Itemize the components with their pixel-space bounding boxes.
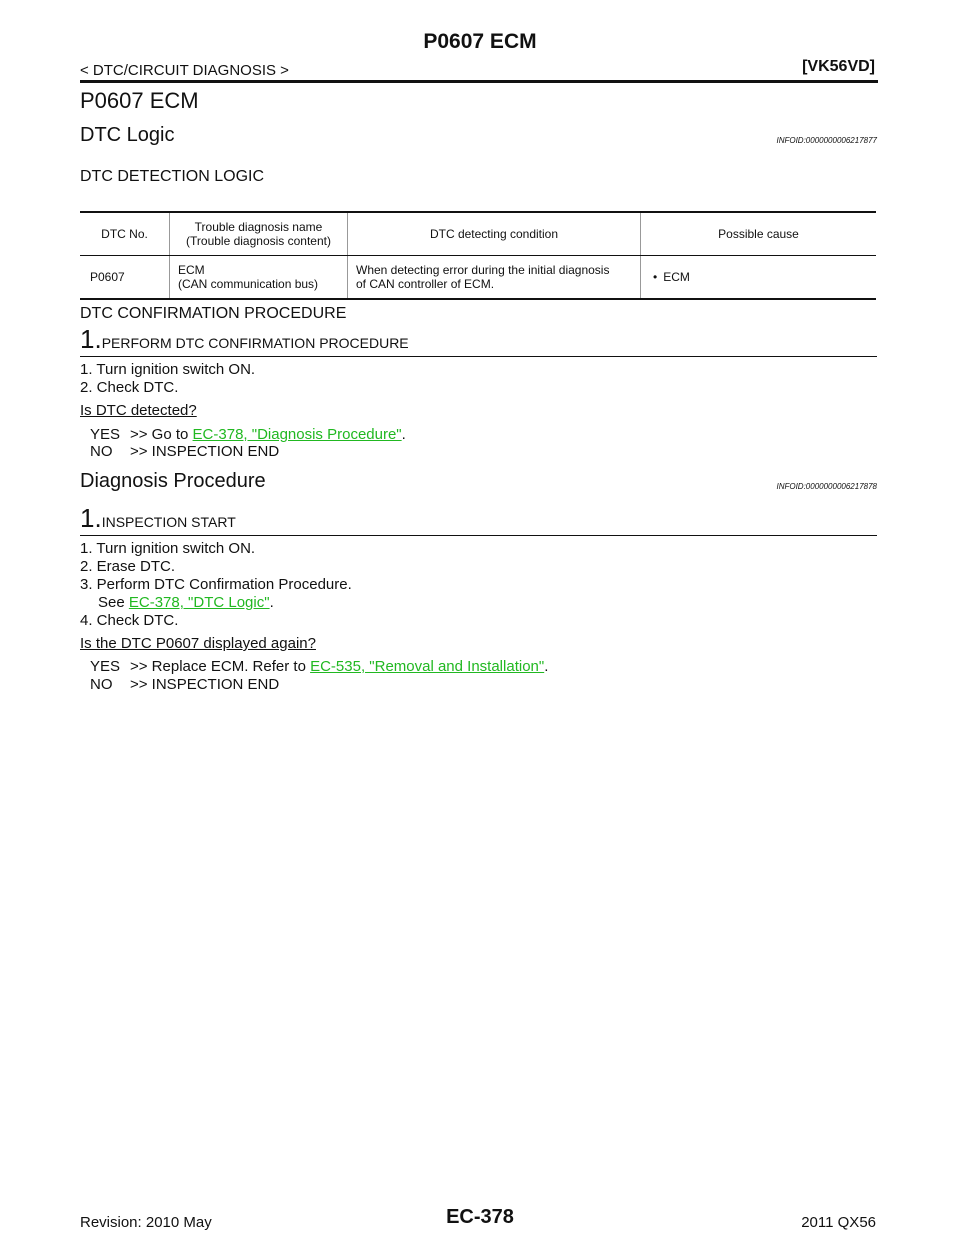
- footer-model: 2011 QX56: [801, 1214, 876, 1231]
- table-row: P0607 ECM (CAN communication bus) When d…: [80, 255, 876, 300]
- answer-yes: YES >> Go to EC-378, "Diagnosis Procedure…: [90, 426, 406, 443]
- answer-yes: YES >> Replace ECM. Refer to EC-535, "Rem…: [90, 658, 548, 675]
- header-name-line2: (Trouble diagnosis content): [186, 234, 331, 248]
- procedure-line: 1. Turn ignition switch ON.: [80, 540, 256, 557]
- header-detecting-condition: DTC detecting condition: [347, 211, 641, 256]
- cell-condition-line2: of CAN controller of ECM.: [356, 277, 495, 291]
- procedure-line: 4. Check DTC.: [80, 612, 179, 629]
- procedure-line: 2. Erase DTC.: [80, 558, 176, 575]
- dtc-logic-heading: DTC Logic: [80, 124, 175, 146]
- dtc-table: DTC No. Trouble diagnosis name (Trouble …: [80, 211, 876, 300]
- cause-item: ECM: [653, 270, 690, 284]
- answer-tail: .: [401, 426, 406, 443]
- answer-key: YES: [90, 426, 121, 443]
- procedure-line: 2. Check DTC.: [80, 379, 179, 396]
- cell-diagnosis-name: ECM (CAN communication bus): [169, 255, 348, 300]
- see-reference: See EC-378, "DTC Logic".: [98, 594, 274, 611]
- cell-condition-line1: When detecting error during the initial …: [356, 263, 610, 277]
- step-1-heading: 1.PERFORM DTC CONFIRMATION PROCEDURE: [80, 324, 409, 355]
- answer-text: >> INSPECTION END: [130, 443, 280, 460]
- table-header-row: DTC No. Trouble diagnosis name (Trouble …: [80, 211, 876, 256]
- header-trouble-diagnosis-name: Trouble diagnosis name (Trouble diagnosi…: [169, 211, 348, 256]
- header-dtc-no: DTC No.: [80, 211, 170, 256]
- dtc-confirmation-heading: DTC CONFIRMATION PROCEDURE: [80, 305, 347, 322]
- cell-detecting-condition: When detecting error during the initial …: [347, 255, 641, 300]
- answer-key: NO: [90, 676, 113, 693]
- see-tail: .: [269, 594, 274, 611]
- answer-key: NO: [90, 443, 113, 460]
- step-1-heading: 1.INSPECTION START: [80, 503, 236, 534]
- procedure-line: 3. Perform DTC Confirmation Procedure.: [80, 576, 352, 593]
- question: Is DTC detected?: [80, 402, 197, 419]
- answer-key: YES: [90, 658, 121, 675]
- diagnosis-infoid: INFOID:0000000006217878: [776, 482, 877, 491]
- cell-dtc-no: P0607: [80, 255, 170, 300]
- dtc-logic-infoid: INFOID:0000000006217877: [776, 136, 877, 145]
- cell-name-line1: ECM: [178, 263, 205, 277]
- page-heading: P0607 ECM: [80, 88, 199, 113]
- document-title: P0607 ECM: [423, 30, 537, 53]
- link-removal-installation[interactable]: EC-535, "Removal and Installation": [310, 658, 545, 675]
- answer-text: >> Go to: [130, 426, 193, 443]
- step-rule: [80, 356, 877, 357]
- see-text: See: [98, 594, 129, 611]
- answer-text: >> Replace ECM. Refer to: [130, 658, 311, 675]
- procedure-line: 1. Turn ignition switch ON.: [80, 361, 256, 378]
- section-label: < DTC/CIRCUIT DIAGNOSIS >: [80, 62, 289, 79]
- answer-no: NO >> INSPECTION END: [90, 443, 279, 460]
- step-rule: [80, 535, 877, 536]
- diagnosis-procedure-heading: Diagnosis Procedure: [80, 470, 266, 492]
- link-diagnosis-procedure[interactable]: EC-378, "Diagnosis Procedure": [192, 426, 402, 443]
- answer-tail: .: [544, 658, 549, 675]
- answer-no: NO >> INSPECTION END: [90, 676, 279, 693]
- header-possible-cause: Possible cause: [640, 211, 876, 256]
- dtc-detection-logic-heading: DTC DETECTION LOGIC: [80, 168, 265, 185]
- footer-page-number: EC-378: [446, 1206, 514, 1228]
- footer-revision: Revision: 2010 May: [80, 1214, 212, 1231]
- header-rule: [80, 80, 878, 83]
- step-title: INSPECTION START: [101, 514, 236, 530]
- link-dtc-logic[interactable]: EC-378, "DTC Logic": [128, 594, 270, 611]
- cell-name-line2: (CAN communication bus): [178, 277, 319, 291]
- step-number: 1.: [80, 324, 102, 354]
- header-name-line1: Trouble diagnosis name: [194, 220, 323, 234]
- engine-code: [VK56VD]: [802, 58, 875, 75]
- cell-possible-cause: ECM: [640, 255, 876, 300]
- step-title: PERFORM DTC CONFIRMATION PROCEDURE: [101, 335, 409, 351]
- step-number: 1.: [80, 503, 102, 533]
- answer-text: >> INSPECTION END: [130, 676, 280, 693]
- question: Is the DTC P0607 displayed again?: [80, 635, 316, 652]
